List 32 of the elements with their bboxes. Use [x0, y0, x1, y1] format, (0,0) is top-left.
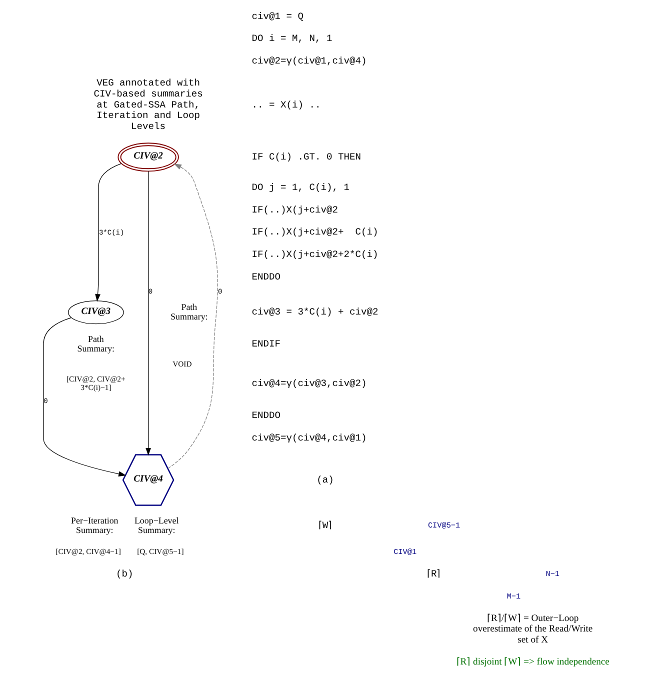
label: (a): [316, 474, 334, 486]
label: IF(..)X(j+civ@2: [252, 204, 338, 216]
label: DO j = 1, C(i), 1: [252, 182, 350, 194]
label: VEG annotated with CIV-based summaries at Gated-SSA Path, Iteration and Loop Levels: [94, 78, 203, 132]
label: ⌈R⌉/⌈W⌉ = Outer−Loop overestimate of the Read/Write set of X: [473, 612, 593, 646]
arrow: [168, 164, 218, 469]
label: .. = X(i) ..: [252, 99, 321, 110]
label: Path Summary:: [77, 334, 115, 354]
label: Loop−Level Summary:: [134, 515, 179, 535]
label: ENDDO: [252, 410, 281, 422]
label: civ@5=γ(civ@4,civ@1): [252, 432, 367, 444]
label: DO i = M, N, 1: [252, 33, 332, 44]
node-ellipse: CIV@3: [68, 300, 124, 324]
label: civ@4=γ(civ@3,civ@2): [252, 378, 367, 390]
label: civ@2=γ(civ@1,civ@4): [252, 56, 367, 67]
label: ENDDO: [252, 271, 281, 282]
label: IF C(i) .GT. 0 THEN: [252, 151, 362, 162]
arrow: [95, 163, 122, 302]
label: IF(..)X(j+civ@2+2*C(i): [252, 249, 378, 260]
label: civ@1 = Q: [252, 10, 304, 22]
label: IF(..)X(j+civ@2+ C(i): [252, 226, 378, 238]
arrow: [43, 317, 126, 477]
arrow: [146, 170, 151, 456]
label: ⌈W⌉: [318, 520, 332, 531]
label: Per−Iteration Summary:: [71, 515, 118, 535]
label: ⌈R⌉: [426, 568, 441, 580]
label: ENDIF: [252, 338, 281, 350]
label: Path Summary:: [170, 302, 208, 322]
label: (b): [116, 568, 134, 580]
label: ⌈R⌉ disjoint ⌈W⌉ => flow independence: [456, 656, 610, 668]
node-ellipse: CIV@2: [118, 142, 179, 172]
label: civ@3 = 3*C(i) + civ@2: [252, 306, 378, 318]
